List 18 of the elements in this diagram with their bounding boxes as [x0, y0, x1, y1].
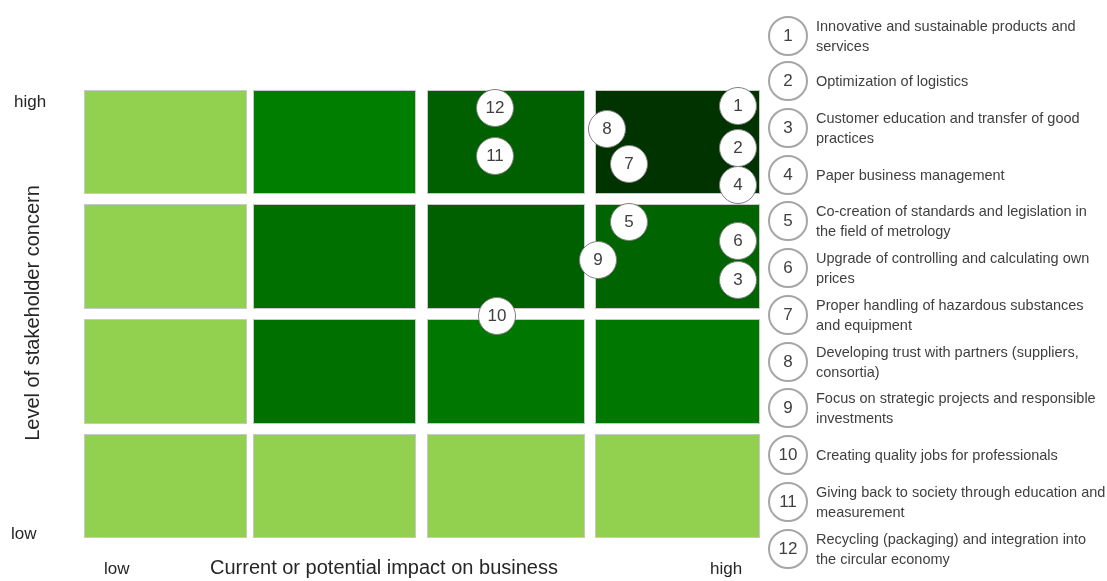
- key-description: Innovative and sustainable products and services: [816, 17, 1077, 56]
- axis-title: Level of stakeholder concern: [20, 184, 44, 443]
- key-description: Focus on strategic projects and responsible investments: [816, 389, 1097, 428]
- key-description: Upgrade of controlling and calculating own prices: [816, 249, 1091, 288]
- key-description: Optimization of logistics: [816, 72, 970, 91]
- axis-label: low: [11, 523, 37, 545]
- axis-label: high: [14, 91, 47, 113]
- axis-title: Current or potential impact on business: [210, 557, 558, 577]
- key-description: Creating quality jobs for professionals: [816, 446, 1059, 465]
- key-description: Customer education and transfer of good practices: [816, 109, 1081, 148]
- key-description: Developing trust with partners (suppliers, consortia): [816, 343, 1080, 382]
- axis-label: low: [104, 560, 130, 577]
- key-description: Co-creation of standards and legislation in the field of metrology: [816, 202, 1088, 241]
- key-description: Recycling (packaging) and integration into the circular economy: [816, 530, 1088, 569]
- key-description: Proper handling of hazardous substances and equipment: [816, 296, 1085, 335]
- axis-label: high: [710, 560, 743, 577]
- key-description: Giving back to society through education and measurement: [816, 483, 1106, 522]
- key-description: Paper business management: [816, 166, 1006, 185]
